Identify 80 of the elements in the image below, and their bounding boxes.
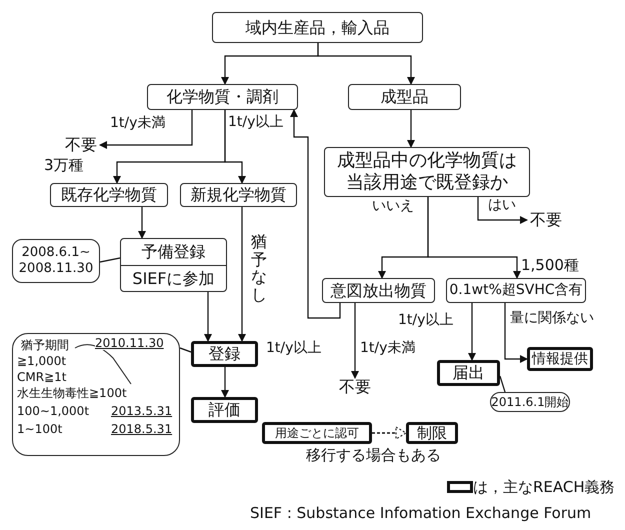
obligation-box [406,422,458,444]
process-box [446,278,586,303]
note-text: 水生生物毒性≧100t [17,386,127,400]
dashed-arrow [372,426,406,440]
obligation-box [527,347,593,371]
edge-label: いいえ [372,198,414,215]
box-text: 2011.6.1開始 [491,394,569,410]
callout-bubble [12,239,100,283]
note-text: 2010.11.30 [95,336,164,350]
leader-line [100,257,120,263]
box-text: 評価 [208,400,242,420]
arrow [317,43,415,85]
edge-label: 猶予なし [251,233,267,304]
box-text: 域内生産品，輸入品 [244,18,390,38]
edge-label: 1t/y未満 [110,115,166,132]
obligation-box [262,422,372,444]
annotation-text: 移行する場合もある [306,446,441,464]
obligation-box [191,341,258,367]
box-text: 既存化学物質 [60,185,158,205]
leader-line [499,376,506,392]
arrow [477,197,528,224]
arrow [99,110,193,149]
process-box [212,12,423,43]
process-box [322,278,435,303]
arrow [138,207,146,239]
arrow [224,110,246,184]
box-text: 化学物質・調剤 [166,87,280,107]
box-text: 成型品中の化学物質は当該用途で既登録か [336,150,518,194]
arrow [221,367,229,398]
box-text: 届出 [452,363,486,383]
arrow [504,303,528,363]
box-text: 0.1wt%超SVHC含有 [448,282,584,299]
result-text: 不要 [64,135,98,155]
note-text: 2013.5.31 [111,404,172,418]
box-text: 用途ごとに認可 [274,426,360,440]
process-box [120,238,227,292]
caption: SIEF : Substance Infomation Exchange Forum [250,503,592,524]
edge-label: 1t/y以上 [398,312,454,329]
box-text: 2008.11.30 [18,261,94,277]
note-text: 猶予期間 [21,338,69,352]
process-box [50,183,168,207]
edge-label: 1t/y以上 [228,114,284,131]
note-text: CMR≧1t [17,370,66,384]
box-text: 登録 [208,344,242,364]
process-box [324,147,530,197]
edge-label: 1t/y以上 [266,340,322,357]
arrow [204,292,212,342]
note-text: 2018.5.31 [111,422,172,436]
process-box [348,84,461,110]
box-text: 予備登録 [140,242,206,262]
box-text: 意図放出物質 [330,280,428,300]
result-text: 不要 [529,210,563,230]
box-text: 2008.6.1~ [20,245,92,261]
obligation-box [191,397,258,423]
process-box [147,84,298,110]
box-text: 制限 [416,424,448,442]
note-text: 100~1,000t [17,404,90,418]
arrow [407,110,415,148]
annotation-text: 1,500種 [521,256,579,274]
result-text: 不要 [338,377,372,397]
arrow [351,303,359,379]
obligation-box [437,360,500,386]
callout-bubble [12,333,180,456]
arrow [290,109,341,319]
leader-line [180,347,192,353]
legend-text: は，主なREACH義務 [473,477,615,498]
arrow [468,303,476,361]
arrow [427,197,521,279]
box-text: 情報提供 [530,350,589,368]
box-text: SIEFに参加 [121,264,226,288]
process-box [180,183,297,207]
edge-label: 1t/y未満 [360,340,416,357]
edge-label: 量に関係ない [510,310,594,327]
note-text: 1~100t [17,422,62,436]
box-text: 新規化学物質 [190,185,288,205]
edge-label: はい [488,197,516,214]
annotation-text: 3万種 [44,156,84,174]
box-text: 成型品 [380,87,430,107]
note-text: ≧1,000t [17,354,66,368]
arrow [238,207,246,342]
